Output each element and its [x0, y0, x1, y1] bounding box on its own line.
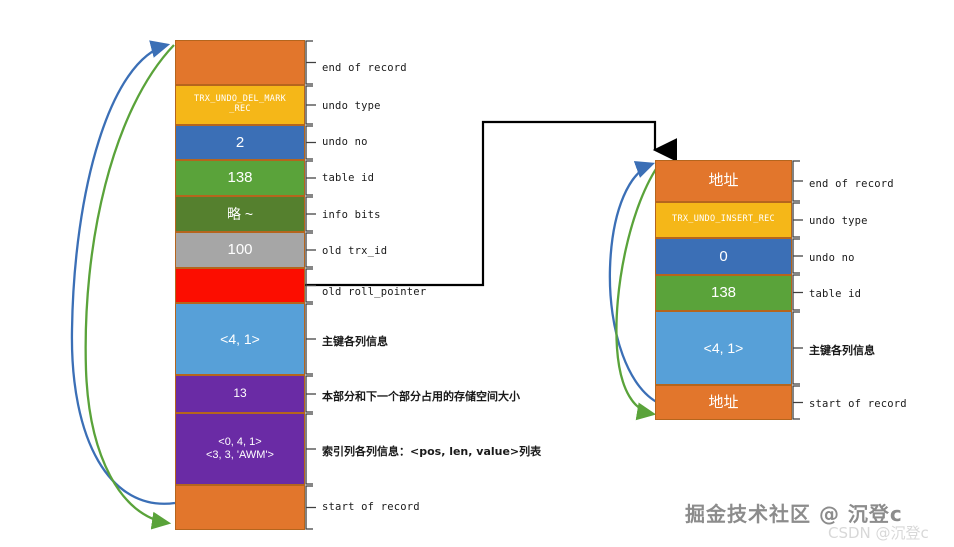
right-label-primary-key: 主键各列信息 [809, 344, 875, 357]
right-row-primary-key[interactable]: <4, 1> [655, 311, 792, 385]
left-down-arrow-path [84, 44, 175, 530]
left-row-info-bits[interactable]: 略 ~ [175, 196, 305, 232]
left-row-primary-key[interactable]: <4, 1> [175, 303, 305, 375]
left-row-value: 略 ~ [226, 205, 254, 222]
left-label-old-trx-id: old trx_id [322, 245, 388, 257]
left-label-undo-no: undo no [322, 136, 368, 148]
left-row-undo-no[interactable]: 2 [175, 125, 305, 160]
left-label-old-roll-pointer: old roll_pointer [322, 286, 427, 298]
left-row-value: 13 [233, 386, 247, 401]
left-row-old-trx-id[interactable]: 100 [175, 232, 305, 268]
left-undo-record-block: TRX_UNDO_DEL_MARK _REC 2 138 略 ~ 100 <4,… [175, 40, 305, 530]
right-row-end-of-record[interactable]: 地址 [655, 160, 792, 202]
left-up-arrow-path [70, 40, 176, 505]
left-row-value: 138 [227, 169, 253, 187]
left-bracket-group [305, 40, 316, 530]
left-label-start-of-record: start of record [322, 501, 420, 513]
left-row-value: 100 [227, 241, 253, 259]
right-row-undo-type[interactable]: TRX_UNDO_INSERT_REC [655, 202, 792, 238]
left-row-space-size[interactable]: 13 [175, 375, 305, 413]
left-row-value: <4, 1> [220, 330, 260, 347]
right-row-value: 138 [710, 284, 737, 302]
watermark-main: 掘金技术社区 @ 沉登c [685, 502, 903, 526]
left-label-end-of-record: end of record [322, 62, 407, 74]
left-row-index-columns[interactable]: <0, 4, 1> <3, 3, 'AWM'> [175, 413, 305, 485]
left-label-space-size: 本部分和下一个部分占用的存储空间大小 [322, 390, 520, 403]
left-label-primary-key: 主键各列信息 [322, 335, 388, 348]
right-label-start-of-record: start of record [809, 398, 907, 410]
right-down-arrow-path [615, 162, 661, 421]
left-row-value: 2 [235, 133, 245, 151]
right-label-undo-type: undo type [809, 215, 868, 227]
right-label-undo-no: undo no [809, 252, 855, 264]
left-row-start-of-record[interactable] [175, 485, 305, 530]
left-row-old-roll-pointer[interactable] [175, 268, 305, 303]
left-label-undo-type: undo type [322, 100, 381, 112]
left-row-value: <0, 4, 1> <3, 3, 'AWM'> [206, 436, 274, 461]
left-row-end-of-record[interactable] [175, 40, 305, 85]
right-undo-record-block: 地址 TRX_UNDO_INSERT_REC 0 138 <4, 1> 地址 [655, 160, 792, 420]
left-label-table-id: table id [322, 172, 375, 184]
right-row-start-of-record[interactable]: 地址 [655, 385, 792, 420]
left-row-table-id[interactable]: 138 [175, 160, 305, 196]
left-row-undo-type[interactable]: TRX_UNDO_DEL_MARK _REC [175, 85, 305, 125]
watermark-sub: CSDN @沉登c [828, 524, 929, 542]
right-row-value: 地址 [708, 172, 739, 190]
right-row-value: 0 [719, 247, 728, 265]
right-row-value: 地址 [708, 393, 739, 411]
right-row-value: <4, 1> [703, 339, 744, 356]
right-row-undo-no[interactable]: 0 [655, 238, 792, 275]
right-row-value: TRX_UNDO_INSERT_REC [672, 214, 775, 225]
right-bracket-group [792, 160, 803, 420]
right-label-table-id: table id [809, 288, 862, 300]
right-row-table-id[interactable]: 138 [655, 275, 792, 311]
left-row-value: TRX_UNDO_DEL_MARK _REC [193, 94, 287, 114]
left-label-index-columns: 索引列各列信息：<pos, len, value>列表 [322, 445, 542, 458]
left-label-info-bits: info bits [322, 209, 381, 221]
right-label-end-of-record: end of record [809, 178, 894, 190]
